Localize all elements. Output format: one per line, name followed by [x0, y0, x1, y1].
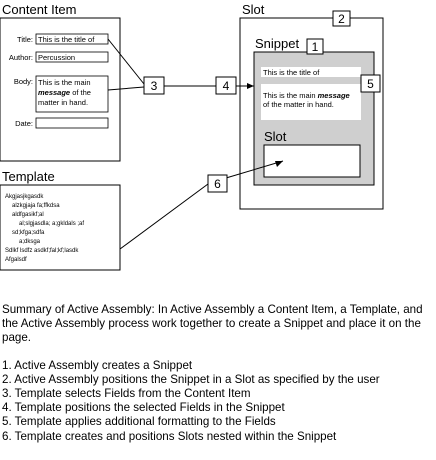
- title-field-label: Title:: [17, 35, 33, 44]
- snippet-body-line-2: of the matter in hand.: [263, 100, 334, 109]
- callout-5-box: [360, 74, 381, 93]
- summary-step: 5. Template applies additional formattin…: [2, 415, 276, 429]
- body-field-input: [35, 75, 109, 113]
- author-field-label: Author:: [9, 53, 33, 62]
- connector-body-to-3: [107, 86, 145, 91]
- body-field-line-1: This is the main: [38, 78, 91, 87]
- body-field-line-2: message of the: [38, 88, 91, 97]
- connectors: [107, 38, 284, 250]
- snippet-title-text: This is the title of: [263, 68, 320, 77]
- summary-step: 2. Active Assembly positions the Snippet…: [2, 372, 380, 386]
- date-field-input: [35, 117, 109, 129]
- body-field-label: Body:: [14, 77, 33, 86]
- author-field-value: Percussion: [38, 53, 75, 62]
- template-text-line: Akgjasjkgasdk: [5, 194, 44, 200]
- template-text-line: aldfgasikf;al: [12, 212, 44, 218]
- callout-2-number: 2: [338, 12, 345, 26]
- arrowheads: [247, 83, 283, 167]
- summary-step: 1. Active Assembly creates a Snippet: [2, 358, 193, 372]
- date-field-label: Date:: [15, 119, 33, 128]
- summary-section: Summary of Active Assembly: In Active As…: [2, 303, 432, 444]
- snippet-title-field: [261, 67, 361, 77]
- connector-template-to-6: [119, 183, 209, 250]
- template-text-line: Sdlkf lsdfz asdkf;fal;kf;lasdk: [5, 248, 79, 254]
- template-text-line: Afgalsdf: [5, 257, 27, 263]
- slot-heading: Slot: [242, 2, 265, 17]
- callout-3-box: [143, 76, 165, 95]
- snippet-body-line-1: This is the main message: [263, 91, 350, 100]
- summary-intro: Summary of Active Assembly: In Active As…: [2, 303, 423, 345]
- connector-6-to-nested-slot: [225, 160, 284, 179]
- body-field-line-3: matter in hand.: [38, 98, 88, 107]
- template-text-line: al;slgjasdla; a;gkldals ;af: [19, 221, 84, 227]
- arrowhead-snippet: [247, 83, 254, 89]
- summary-step: 4. Template positions the selected Field…: [2, 401, 285, 415]
- callout-6-number: 6: [214, 177, 221, 191]
- arrowhead-nested-slot: [275, 161, 283, 167]
- callout-2-box: [332, 10, 351, 27]
- template-heading: Template: [2, 169, 55, 184]
- callout-5-number: 5: [367, 77, 374, 91]
- template-box: [0, 184, 121, 271]
- summary-steps: 1. Active Assembly creates a Snippet 2. …: [2, 359, 432, 444]
- title-field-value: This is the title of: [38, 35, 95, 44]
- callout-4-number: 4: [223, 79, 230, 93]
- summary-step: 6. Template creates and positions Slots …: [2, 429, 337, 443]
- callout-1-box: [306, 38, 324, 55]
- template-text-line: alzkgjaja fa;ffkdsa: [12, 203, 60, 209]
- nested-slot-heading: Slot: [264, 129, 287, 144]
- callout-3-number: 3: [151, 79, 158, 93]
- snippet-body-field: [261, 84, 361, 120]
- callout-1-number: 1: [312, 40, 319, 54]
- callout-4-box: [215, 76, 237, 95]
- callout-6-box: [207, 174, 228, 193]
- content-item-heading: Content Item: [2, 2, 76, 17]
- summary-step: 3. Template selects Fields from the Cont…: [2, 387, 251, 401]
- template-text-line: sd;kfga;sdfa: [12, 230, 45, 236]
- snippet-heading: Snippet: [255, 36, 299, 51]
- template-text-line: a;dksga: [19, 239, 41, 245]
- connector-title-to-3: [107, 38, 145, 85]
- author-field-input: [35, 51, 109, 63]
